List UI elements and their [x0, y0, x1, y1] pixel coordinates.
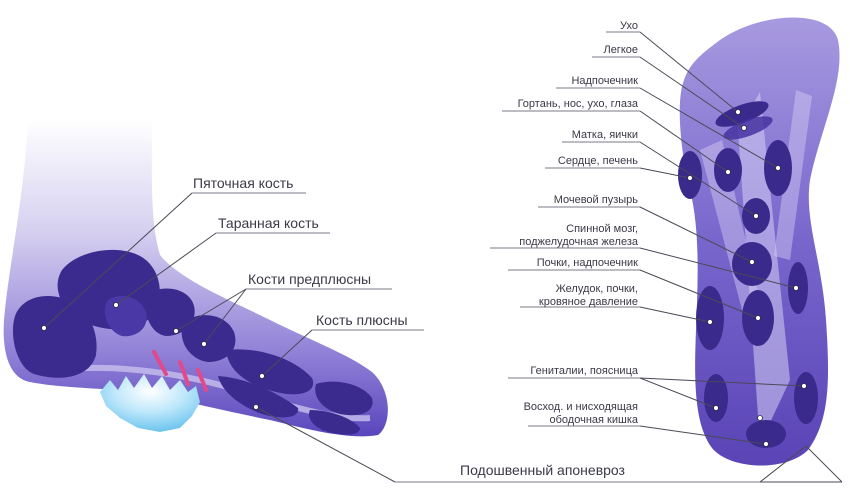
- label-bladder: Мочевой пузырь: [554, 194, 639, 206]
- toe-bone-shape-2: [308, 410, 360, 435]
- sole-light-stripe-3: [774, 90, 812, 260]
- label-larynx: Гортань, нос, ухо, глаза: [518, 98, 639, 110]
- label-tarsal-bones: Кости предплюсны: [248, 271, 371, 287]
- label-colon-line1: Восход. и нисходящая: [524, 401, 638, 413]
- ice-crystals-graphic: [100, 374, 200, 432]
- leg-and-foot-silhouette: [3, 120, 388, 437]
- label-ear: Ухо: [620, 20, 638, 32]
- sole-view-labels: Ухо Легкое Надпочечник Гортань, нос, ухо…: [518, 20, 639, 426]
- side-view-leaders: [41, 192, 760, 483]
- label-lung: Легкое: [603, 44, 638, 56]
- label-heel-bone: Пяточная кость: [193, 175, 293, 191]
- label-spine-line1: Спинной мозг,: [566, 223, 638, 235]
- label-colon-line2: ободочная кишка: [550, 414, 639, 426]
- pink-accent-2: [178, 360, 190, 386]
- zone-left-edge-upper: [678, 151, 702, 199]
- side-view-labels: Пяточная кость Таранная кость Кости пред…: [193, 175, 625, 478]
- label-adrenal: Надпочечник: [571, 75, 638, 87]
- zone-stomach: [696, 286, 724, 350]
- label-genitals: Гениталии, поясница: [530, 365, 638, 377]
- label-metatarsal: Кость плюсны: [316, 312, 408, 328]
- zone-lung: [723, 116, 773, 140]
- label-spine-line2: поджелудочная железа: [519, 236, 639, 248]
- zone-ear: [715, 101, 769, 127]
- zone-colon: [746, 420, 786, 448]
- sole-view-leaders: [490, 31, 843, 483]
- tarsal-bone-shape-1: [145, 288, 195, 336]
- label-heart: Сердце, печень: [558, 155, 638, 167]
- label-stomach-line2: кровяное давление: [539, 296, 638, 308]
- metatarsal-shape-1: [226, 349, 314, 395]
- sole-view-foot: [678, 17, 840, 466]
- label-uterus: Матка, яички: [572, 129, 638, 141]
- zone-genitals-right: [794, 372, 818, 424]
- side-view-foot: [3, 120, 388, 437]
- pink-accent-1: [152, 350, 168, 376]
- pink-accent-3: [196, 368, 208, 392]
- label-plantar-aponeurosis: Подошвенный апоневроз: [460, 462, 625, 478]
- toe-bone-shape-1: [315, 381, 373, 416]
- zone-genitals-left: [704, 374, 728, 422]
- label-talus: Таранная кость: [218, 215, 319, 231]
- label-stomach-line1: Желудок, почки,: [556, 283, 638, 295]
- label-kidneys: Почки, надпочечник: [537, 257, 638, 269]
- metatarsal-shape-2: [218, 376, 299, 418]
